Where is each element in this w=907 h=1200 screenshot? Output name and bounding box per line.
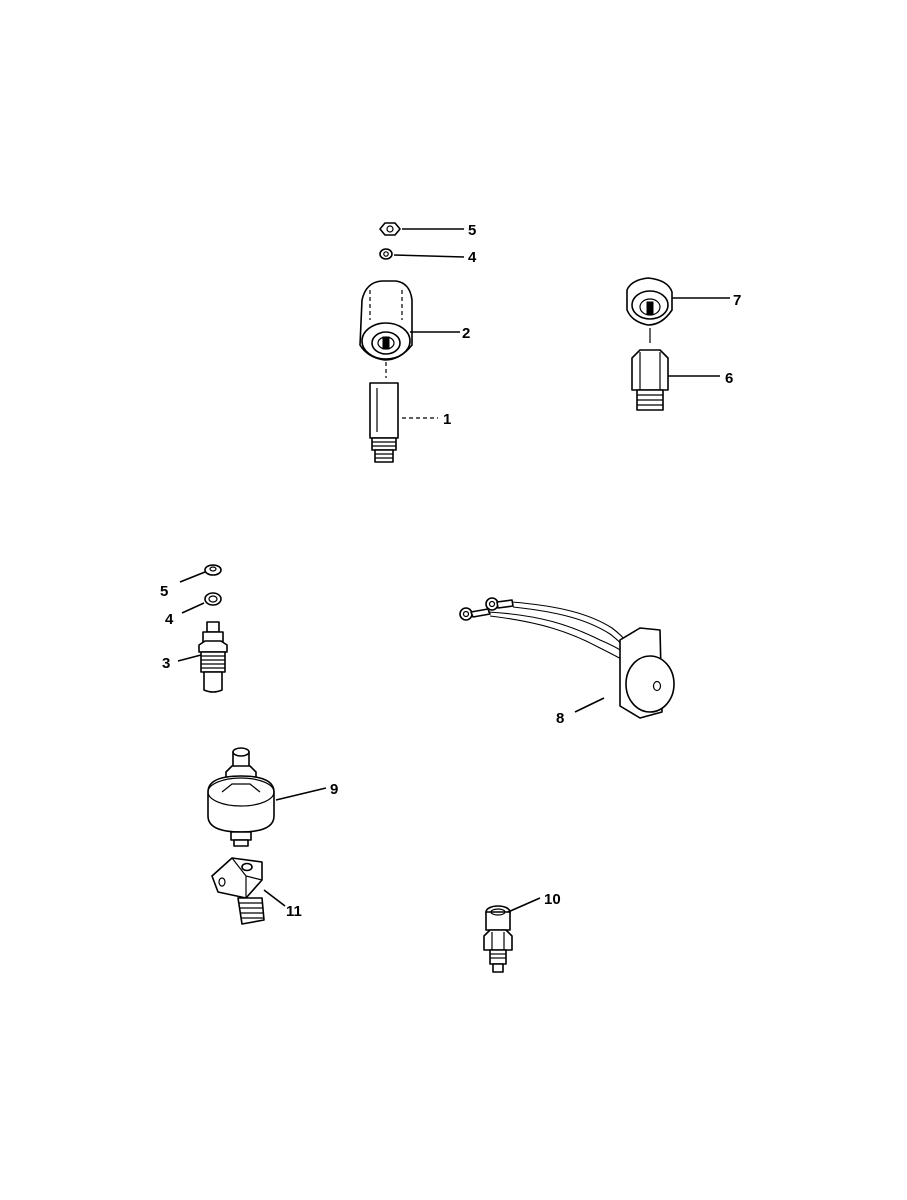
pressure-switch-part-2	[359, 280, 413, 361]
leader-11	[263, 889, 286, 907]
leader-4-top	[393, 254, 465, 258]
callout-7: 7	[733, 292, 741, 309]
nut-part-5-top	[379, 222, 401, 236]
sender-part-7	[626, 277, 673, 326]
leader-9	[275, 787, 327, 801]
elbow-adapter-part-11	[211, 857, 265, 925]
callout-8: 8	[556, 710, 564, 727]
spacer-part-1	[369, 382, 399, 463]
nut-part-5-left	[204, 564, 222, 576]
washer-part-4-top	[379, 248, 393, 260]
callout-10: 10	[544, 891, 561, 908]
callout-11: 11	[286, 903, 302, 920]
leader-8	[574, 697, 605, 713]
callout-4-left: 4	[165, 611, 174, 628]
leader-5-left	[179, 571, 206, 583]
adapter-fitting-part-6	[631, 349, 669, 411]
callout-3: 3	[162, 655, 170, 672]
callout-1: 1	[443, 411, 451, 428]
callout-2: 2	[462, 325, 470, 342]
wired-sensor-part-8	[459, 597, 675, 719]
leader-4-left	[181, 602, 205, 614]
knock-sensor-part-9	[207, 747, 275, 847]
washer-part-4-left	[204, 592, 222, 606]
sensor-part-3	[198, 621, 228, 693]
callout-5-top: 5	[468, 222, 476, 239]
fitting-part-10	[483, 905, 513, 973]
callout-5-left: 5	[160, 583, 168, 600]
callout-6: 6	[725, 370, 733, 387]
callout-4-top: 4	[468, 249, 477, 266]
callout-9: 9	[330, 781, 338, 798]
leader-10	[507, 897, 541, 913]
leader-3	[177, 654, 202, 662]
